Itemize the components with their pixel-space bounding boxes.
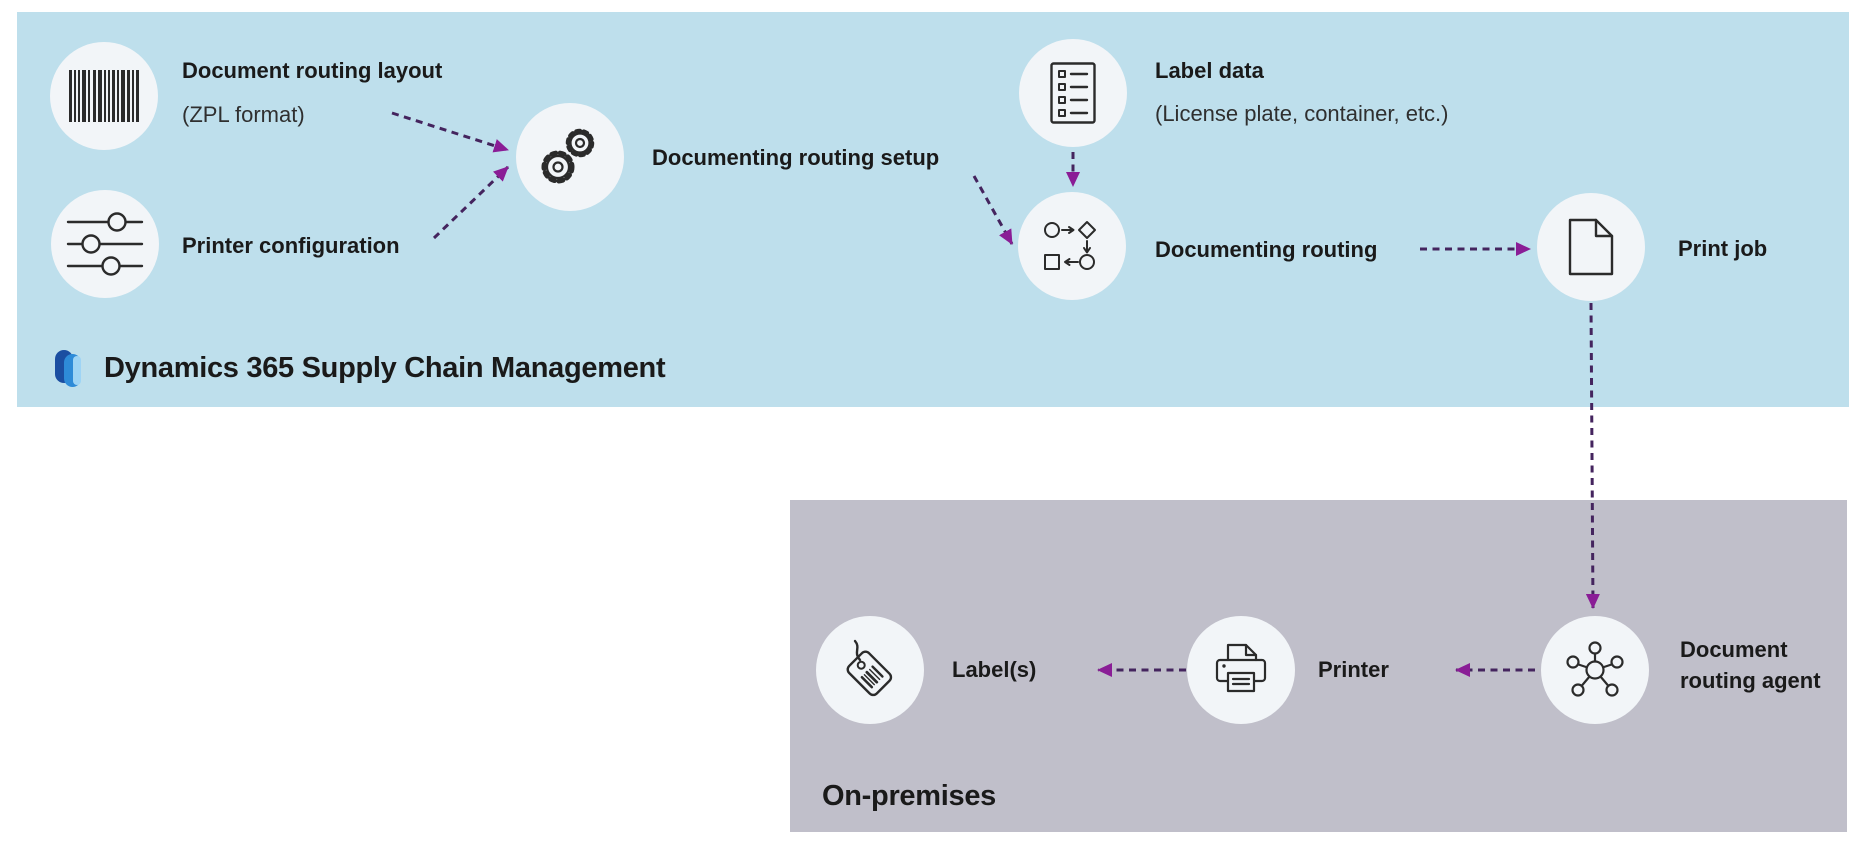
label-label-data: Label data bbox=[1155, 58, 1264, 83]
label-document-routing-layout: Document routing layout bbox=[182, 58, 443, 83]
node-print-job bbox=[1537, 193, 1645, 301]
cloud-region bbox=[17, 12, 1849, 407]
node-document-routing-agent bbox=[1541, 616, 1649, 724]
sliders-icon bbox=[66, 212, 144, 276]
network-icon bbox=[1566, 641, 1624, 697]
label-document-routing-agent: Document routing agent bbox=[1680, 637, 1821, 693]
label-document-routing-setup: Documenting routing setup bbox=[652, 145, 940, 170]
flowchart-icon bbox=[1044, 221, 1096, 270]
node-label-data bbox=[1019, 39, 1127, 147]
cloud-region-title: Dynamics 365 Supply Chain Management bbox=[52, 347, 666, 389]
sublabel-license-plate: (License plate, container, etc.) bbox=[1155, 101, 1449, 126]
node-document-routing-layout bbox=[50, 42, 158, 150]
label-printer-configuration: Printer configuration bbox=[182, 233, 400, 258]
dynamics-365-logo-icon bbox=[55, 350, 81, 387]
printer-icon bbox=[1215, 643, 1267, 693]
node-labels bbox=[816, 616, 924, 724]
node-printer-configuration bbox=[51, 190, 159, 298]
form-icon bbox=[1050, 62, 1096, 124]
label-print-job: Print job bbox=[1678, 236, 1768, 261]
onprem-region-title: On-premises bbox=[822, 780, 996, 812]
node-document-routing-setup bbox=[516, 103, 624, 211]
node-printer bbox=[1187, 616, 1295, 724]
gears-icon bbox=[541, 128, 595, 184]
label-document-routing: Documenting routing bbox=[1155, 237, 1378, 262]
tag-icon bbox=[846, 639, 893, 697]
onprem-region bbox=[790, 500, 1847, 832]
label-printer: Printer bbox=[1318, 657, 1389, 682]
sublabel-zpl-format: (ZPL format) bbox=[182, 102, 305, 127]
label-labels: Label(s) bbox=[952, 657, 1037, 682]
barcode-icon bbox=[69, 70, 139, 122]
node-document-routing bbox=[1018, 192, 1126, 300]
document-icon bbox=[1568, 218, 1614, 276]
cloud-region-title-text: Dynamics 365 Supply Chain Management bbox=[104, 351, 666, 384]
